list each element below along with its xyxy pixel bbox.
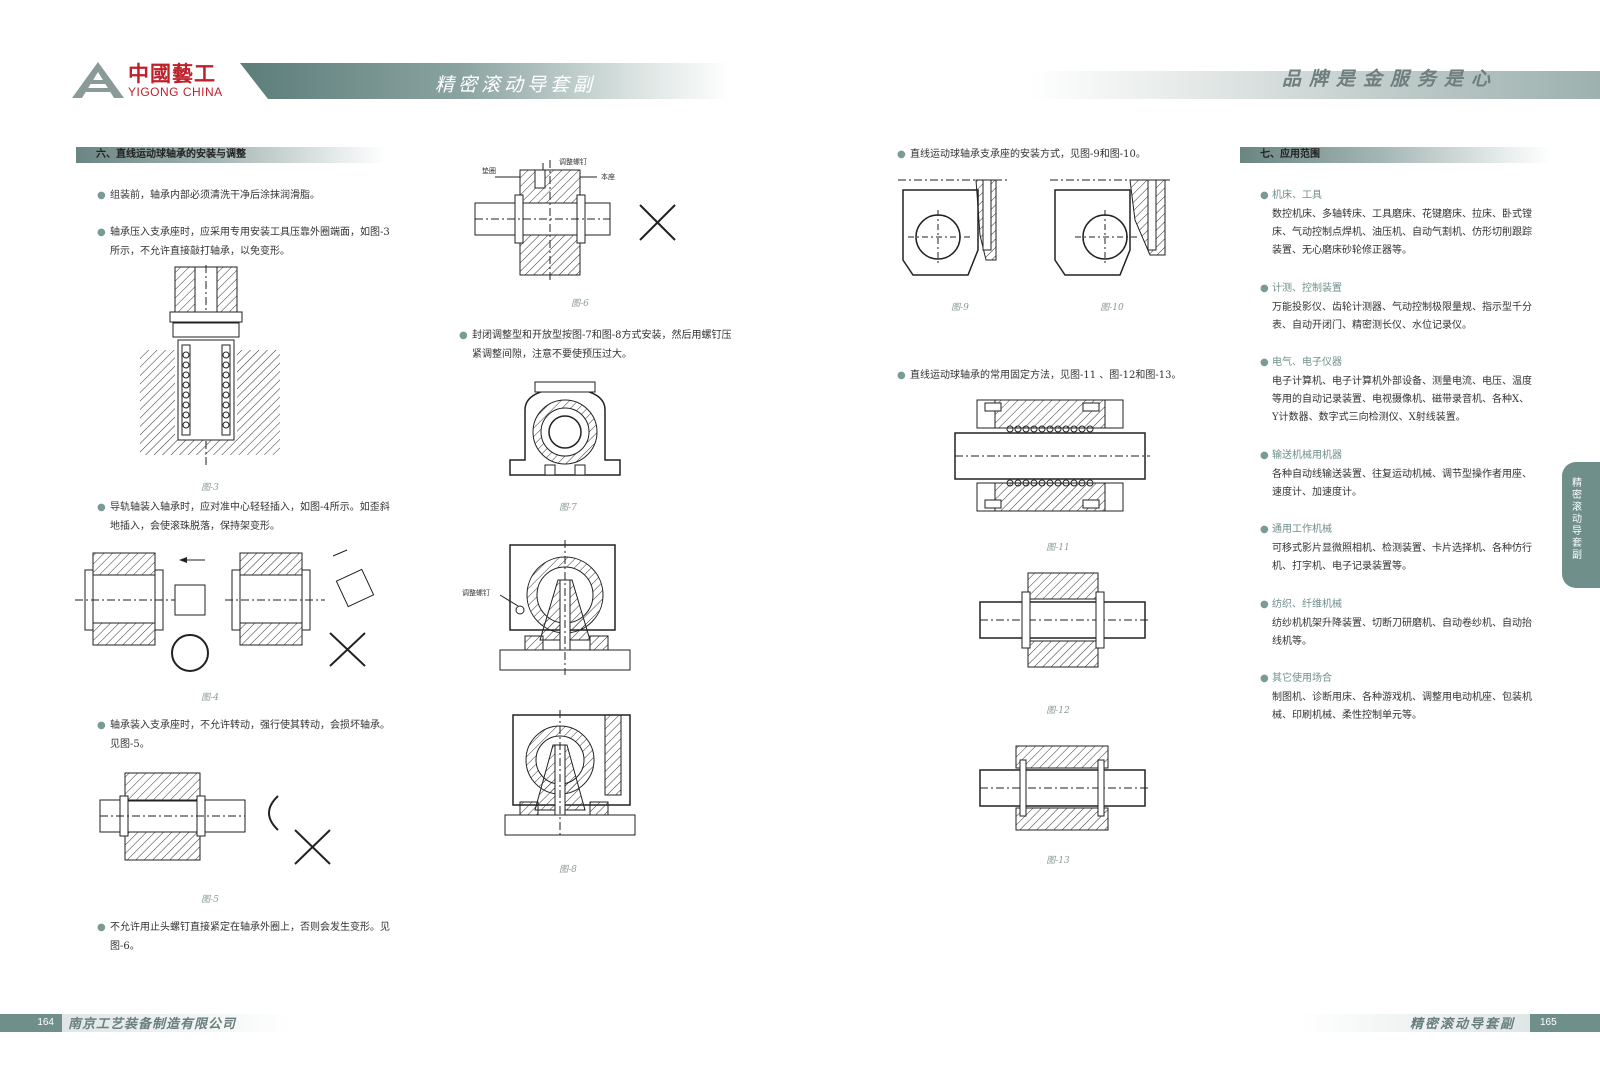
app-heading-text: 电气、电子仪器 xyxy=(1272,357,1342,368)
app-body-machine-tools: 数控机床、多轴转床、工具磨床、花键磨床、拉床、卧式镗床、气动控制点焊机、油压机、… xyxy=(1272,209,1532,256)
figure-8-diagram-upper xyxy=(500,540,640,680)
figure-8-caption: 图-8 xyxy=(559,865,577,875)
figure-6-caption: 图-6 xyxy=(571,299,589,309)
footer-band-right xyxy=(1300,1014,1530,1032)
paragraph-text: 轴承装入支承座时，不允许转动，强行使其转动，会损坏轴承。见图-5。 xyxy=(110,720,390,750)
figure-5-diagram xyxy=(100,768,370,878)
paragraph-text: 直线运动球轴承的常用固定方法，见图-11 、图-12和图-13。 xyxy=(910,370,1182,381)
app-heading-text: 计测、控制装置 xyxy=(1272,283,1342,294)
header-title: 精密滚动导套副 xyxy=(435,74,597,96)
figure-4-diagram xyxy=(75,548,385,678)
app-heading-textile: ●纺织、纤维机械 xyxy=(1260,596,1342,614)
paragraph-text: 封闭调整型和开放型按图-7和图-8方式安装，然后用螺钉压紧调整间隙，注意不要使预… xyxy=(472,330,732,360)
figure-11-caption: 图-11 xyxy=(1046,543,1070,553)
side-tab[interactable] xyxy=(1562,462,1600,588)
paragraph-setscrew: ● 不允许用止头螺钉直接紧定在轴承外圈上，否则会发生变形。见图-6。 xyxy=(97,918,390,956)
footer-page-number-left: 164 xyxy=(0,1014,62,1032)
footer-product-name: 精密滚动导套副 xyxy=(1410,1017,1516,1032)
figure-5-caption: 图-5 xyxy=(201,895,219,905)
section-header-installation: 六、直线运动球轴承的安装与调整 xyxy=(76,147,386,163)
app-heading-text: 纺织、纤维机械 xyxy=(1272,599,1342,610)
figure-10-diagram xyxy=(1050,175,1175,285)
paragraph-press: ● 轴承压入支承座时，应采用专用安装工具压靠外圈端面，如图-3所示，不允许直接敲打… xyxy=(97,223,390,261)
figure-13-diagram xyxy=(980,742,1150,842)
logo-english-text: YIGONG CHINA xyxy=(128,85,223,99)
figure-9-diagram xyxy=(898,175,1018,285)
header-band-left xyxy=(240,63,730,99)
bullet-icon: ● xyxy=(97,227,106,238)
paragraph-adjust: ● 封闭调整型和开放型按图-7和图-8方式安装，然后用螺钉压紧调整间隙，注意不要使… xyxy=(459,326,737,364)
figure-12-diagram xyxy=(980,568,1150,678)
figure-7-diagram xyxy=(505,380,625,490)
bullet-icon: ● xyxy=(97,502,106,513)
paragraph-text: 组装前，轴承内部必须清洗干净后涂抹润滑脂。 xyxy=(110,190,320,201)
app-heading-text: 通用工作机械 xyxy=(1272,524,1332,535)
figure-10-caption: 图-10 xyxy=(1100,303,1124,313)
app-heading-general-machinery: ●通用工作机械 xyxy=(1260,521,1332,539)
app-body-electronics: 电子计算机、电子计算机外部设备、测量电流、电压、温度等用的自动记录装置、电视摄像… xyxy=(1272,376,1532,423)
app-body-general-machinery: 可移式影片显微照相机、检测装置、卡片选择机、各种仿行机、打字机、电子记录装置等。 xyxy=(1272,543,1532,572)
figure-4-caption: 图-4 xyxy=(201,693,219,703)
paragraph-support-seat: ● 直线运动球轴承支承座的安装方式，见图-9和图-10。 xyxy=(897,145,1210,164)
bullet-icon: ● xyxy=(1260,357,1269,368)
figure-6-label-screw: 调整螺钉 xyxy=(559,158,587,166)
bullet-icon: ● xyxy=(1260,673,1269,684)
app-heading-machine-tools: ●机床、工具 xyxy=(1260,187,1322,205)
app-heading-text: 其它使用场合 xyxy=(1272,673,1332,684)
figure-6-label-seat: 本座 xyxy=(601,173,615,181)
figure-3-caption: 图-3 xyxy=(201,483,219,493)
bullet-icon: ● xyxy=(97,190,106,201)
bullet-icon: ● xyxy=(1260,450,1269,461)
figure-7-caption: 图-7 xyxy=(559,503,577,513)
bullet-icon: ● xyxy=(1260,190,1269,201)
logo-chinese-text: 中國藝工 xyxy=(128,61,216,86)
app-body-other: 制图机、诊断用床、各种游戏机、调整用电动机座、包装机械、印刷机械、柔性控制单元等… xyxy=(1272,692,1532,721)
paragraph-text: 导轨轴装入轴承时，应对准中心轻轻插入，如图-4所示。如歪斜地插入，会使滚珠脱落，… xyxy=(110,502,390,532)
app-body-conveying: 各种自动线输送装置、往复运动机械、调节型操作者用座、速度计、加速度计。 xyxy=(1272,469,1532,498)
paragraph-insert: ● 导轨轴装入轴承时，应对准中心轻轻插入，如图-4所示。如歪斜地插入，会使滚珠脱落… xyxy=(97,498,390,536)
section-header-applications: 七、应用范围 xyxy=(1240,147,1550,163)
paragraph-text: 轴承压入支承座时，应采用专用安装工具压靠外圈端面，如图-3所示，不允许直接敲打轴… xyxy=(110,227,390,257)
header-band-right xyxy=(1030,71,1600,99)
app-heading-conveying: ●输送机械用机器 xyxy=(1260,447,1342,465)
bullet-icon: ● xyxy=(1260,599,1269,610)
paragraph-text: 不允许用止头螺钉直接紧定在轴承外圈上，否则会发生变形。见图-6。 xyxy=(110,922,390,952)
figure-3-diagram xyxy=(140,265,280,465)
bullet-icon: ● xyxy=(897,370,906,381)
figure-13-caption: 图-13 xyxy=(1046,856,1070,866)
header-slogan: 品牌是金服务是心 xyxy=(1282,68,1499,90)
paragraph-rotation: ● 轴承装入支承座时，不允许转动，强行使其转动，会损坏轴承。见图-5。 xyxy=(97,716,390,754)
figure-6-label-washer: 垫圈 xyxy=(482,167,496,175)
paragraph-text: 直线运动球轴承支承座的安装方式，见图-9和图-10。 xyxy=(910,149,1146,160)
bullet-icon: ● xyxy=(459,330,468,341)
footer-company-name: 南京工艺装备制造有限公司 xyxy=(68,1017,237,1032)
paragraph-prep: ● 组装前，轴承内部必须清洗干净后涂抹润滑脂。 xyxy=(97,186,390,205)
app-heading-text: 输送机械用机器 xyxy=(1272,450,1342,461)
logo-icon xyxy=(72,62,124,98)
figure-11-diagram xyxy=(955,395,1150,525)
bullet-icon: ● xyxy=(97,720,106,731)
figure-9-caption: 图-9 xyxy=(951,303,969,313)
footer-band-left xyxy=(62,1014,292,1032)
figure-8-label-screw: 调整螺钉 xyxy=(462,589,490,597)
bullet-icon: ● xyxy=(97,922,106,933)
app-heading-electronics: ●电气、电子仪器 xyxy=(1260,354,1342,372)
bullet-icon: ● xyxy=(897,149,906,160)
figure-12-caption: 图-12 xyxy=(1046,706,1070,716)
bullet-icon: ● xyxy=(1260,524,1269,535)
figure-6-diagram xyxy=(475,155,695,285)
app-heading-other: ●其它使用场合 xyxy=(1260,670,1332,688)
figure-8-diagram-lower xyxy=(505,710,640,840)
app-heading-measurement: ●计测、控制装置 xyxy=(1260,280,1342,298)
app-body-measurement: 万能投影仪、齿轮计测器、气动控制极限量规、指示型千分表、自动开闭门、精密测长仪、… xyxy=(1272,302,1532,331)
bullet-icon: ● xyxy=(1260,283,1269,294)
app-body-textile: 纺纱机机架升降装置、切断刀研磨机、自动卷纱机、自动抬线机等。 xyxy=(1272,618,1532,647)
footer-page-number-right: 165 xyxy=(1530,1014,1600,1032)
app-heading-text: 机床、工具 xyxy=(1272,190,1322,201)
side-tab-label: 精密滚动导套副 xyxy=(1572,478,1582,561)
paragraph-fixing: ● 直线运动球轴承的常用固定方法，见图-11 、图-12和图-13。 xyxy=(897,366,1210,385)
